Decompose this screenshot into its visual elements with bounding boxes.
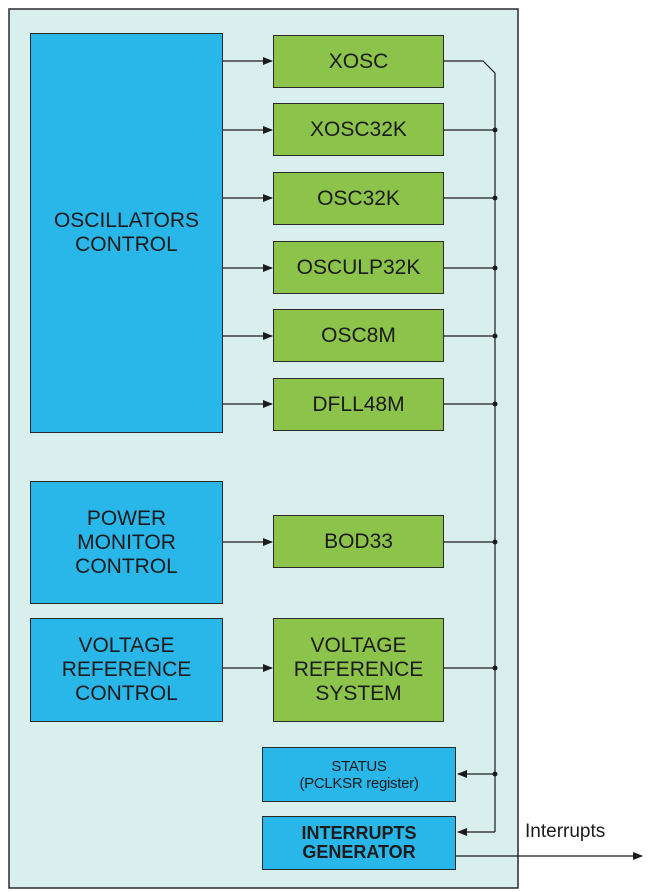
voltage-reference-control-block: VOLTAGE REFERENCE CONTROL (30, 618, 223, 722)
control-arrows (223, 57, 273, 672)
xosc-to-bus (444, 60, 496, 74)
interrupts-output-label: Interrupts (525, 821, 606, 842)
module-voltage-reference-system: VOLTAGE REFERENCE SYSTEM (273, 618, 444, 722)
status-register-block: STATUS (PCLKSR register) (262, 747, 456, 802)
module-xosc: XOSC (273, 35, 444, 88)
oscillators-control-block: OSCILLATORS CONTROL (30, 33, 223, 433)
module-xosc32k: XOSC32K (273, 103, 444, 156)
module-osc8m: OSC8M (273, 309, 444, 362)
module-outputs (444, 60, 496, 669)
bus-junctions (492, 127, 498, 777)
module-osculp32k: OSCULP32K (273, 241, 444, 294)
bus-arrows (456, 770, 643, 860)
module-bod33: BOD33 (273, 515, 444, 568)
power-monitor-control-block: POWER MONITOR CONTROL (30, 481, 223, 604)
module-dfll48m: DFLL48M (273, 378, 444, 431)
interrupts-generator-block: INTERRUPTS GENERATOR (262, 816, 456, 870)
module-osc32k: OSC32K (273, 172, 444, 225)
